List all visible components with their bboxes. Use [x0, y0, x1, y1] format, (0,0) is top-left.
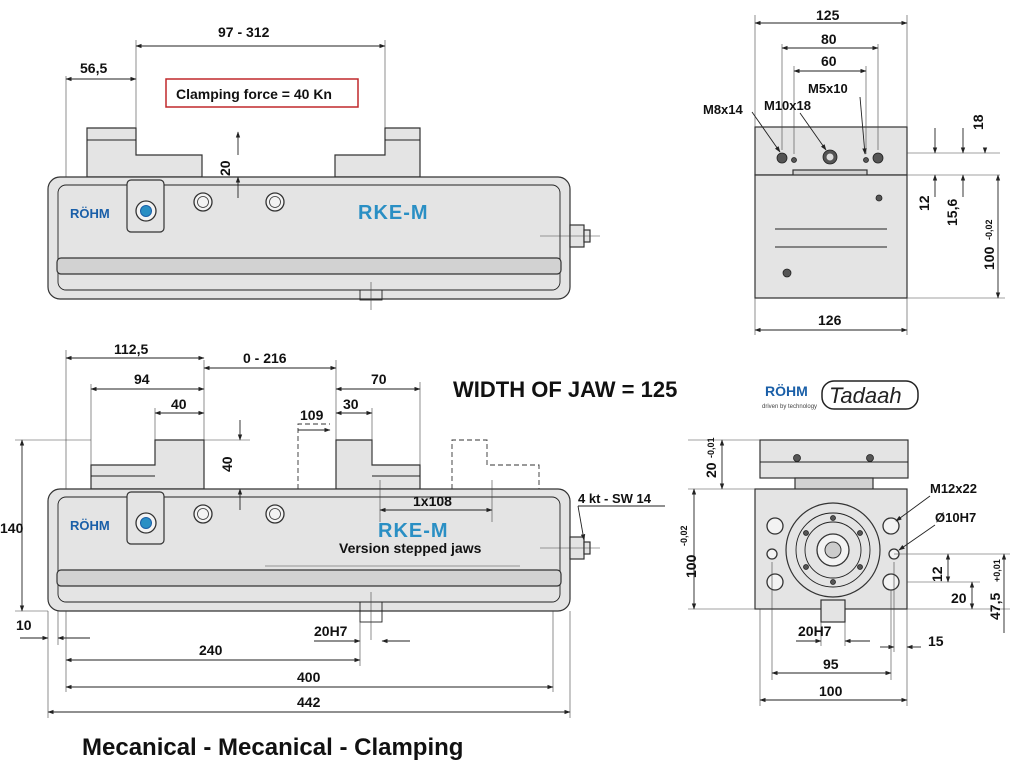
body-hole — [265, 192, 285, 212]
dim-100-end: 100 — [683, 554, 699, 578]
dim-80: 80 — [821, 31, 837, 47]
tadaah-logo: Tadaah — [829, 383, 902, 408]
rke-logo: RKE-M — [358, 202, 429, 224]
rohm-tagline: driven by technology — [762, 404, 817, 410]
rohm-logo: RÖHM — [70, 206, 110, 221]
thread-m5: M5x10 — [808, 81, 848, 96]
bottom-side-view: RÖHM RKE-M Version stepped jaws 112,5 94… — [0, 341, 665, 718]
thread-m10: M10x18 — [764, 98, 811, 113]
guide-rail — [56, 257, 562, 275]
dim-jaw-height: 20 — [217, 160, 233, 176]
dim-400: 400 — [297, 669, 321, 685]
dim-30: 30 — [343, 396, 359, 412]
tadaah-brand: Tadaah — [821, 380, 919, 410]
dim-range-216: 0 - 216 — [243, 350, 287, 366]
dim-20h7-side: 20H7 — [314, 623, 348, 639]
dim-109: 109 — [300, 407, 324, 423]
dim-95: 95 — [823, 656, 839, 672]
end2-jaw — [759, 439, 909, 479]
dim-125-top: 125 — [816, 7, 840, 23]
dim-20h7-end: 20H7 — [798, 623, 832, 639]
dim-70: 70 — [371, 371, 387, 387]
stepped-guide-rail — [56, 569, 562, 587]
dim-442: 442 — [297, 694, 321, 710]
top-end-view: 125 80 60 M8x14 M10x18 M5x10 12 15,6 18 … — [703, 7, 1005, 335]
stepped-rohm-logo: RÖHM — [70, 518, 110, 533]
bore-d10: Ø10H7 — [935, 510, 976, 525]
dim-10: 10 — [16, 617, 32, 633]
dim-240: 240 — [199, 642, 223, 658]
tol-100-top: -0,02 — [984, 219, 994, 240]
clamping-force-box — [165, 78, 359, 108]
rohm-brand-logo: RÖHM — [765, 383, 808, 399]
dim-60: 60 — [821, 53, 837, 69]
right-jaw — [334, 127, 421, 178]
dim-15: 15 — [928, 633, 944, 649]
version-note: Version stepped jaws — [339, 540, 482, 556]
dim-12-top: 12 — [916, 195, 932, 211]
dim-15-6: 15,6 — [944, 199, 960, 226]
dim-126: 126 — [818, 312, 842, 328]
thread-m12: M12x22 — [930, 481, 977, 496]
dim-jaw-range: 97 - 312 — [218, 24, 270, 40]
stepped-right-jaw — [335, 439, 421, 490]
dim-20-right: 20 — [951, 590, 967, 606]
dim-100-bottom: 100 — [819, 683, 843, 699]
center-key — [820, 599, 846, 623]
tol-100-end: -0,02 — [679, 525, 689, 546]
dim-100-top: 100 — [981, 246, 997, 270]
dim-20-end: 20 — [703, 462, 719, 478]
stepped-rke-logo: RKE-M — [378, 520, 449, 542]
dim-1x108: 1x108 — [413, 493, 452, 509]
dim-94: 94 — [134, 371, 150, 387]
dim-47-5: 47,5 — [987, 593, 1003, 620]
dim-40-side: 40 — [219, 456, 235, 472]
dim-40-top: 40 — [171, 396, 187, 412]
dim-112-5: 112,5 — [114, 341, 148, 357]
stepped-left-jaw — [90, 439, 205, 490]
top-side-view: RÖHM RKE-M 97 - 312 56,5 Clamping force … — [47, 24, 600, 310]
thread-m8: M8x14 — [703, 102, 744, 117]
width-of-jaw-label: WIDTH OF JAW = 125 — [453, 377, 677, 402]
tol-20-end: -0,01 — [706, 437, 716, 458]
dim-left-offset: 56,5 — [80, 60, 107, 76]
left-jaw — [86, 127, 203, 178]
dim-12-end: 12 — [929, 566, 945, 582]
vise-body — [47, 176, 571, 300]
body-hole — [193, 192, 213, 212]
clamping-force-label: Clamping force = 40 Kn — [176, 86, 332, 102]
bottom-end-view: 20 -0,01 100 -0,02 M12x22 Ø10H7 12 20 47… — [679, 437, 1010, 706]
dim-140: 140 — [0, 520, 24, 536]
end-body — [754, 174, 908, 299]
page-title: Mecanical - Mecanical - Clamping — [82, 734, 463, 761]
dim-hex-sw14: 4 kt - SW 14 — [578, 491, 652, 506]
dim-18: 18 — [970, 114, 986, 130]
rohm-brand: RÖHM driven by technology — [762, 383, 817, 410]
tol-47-5: +0,01 — [992, 559, 1002, 582]
